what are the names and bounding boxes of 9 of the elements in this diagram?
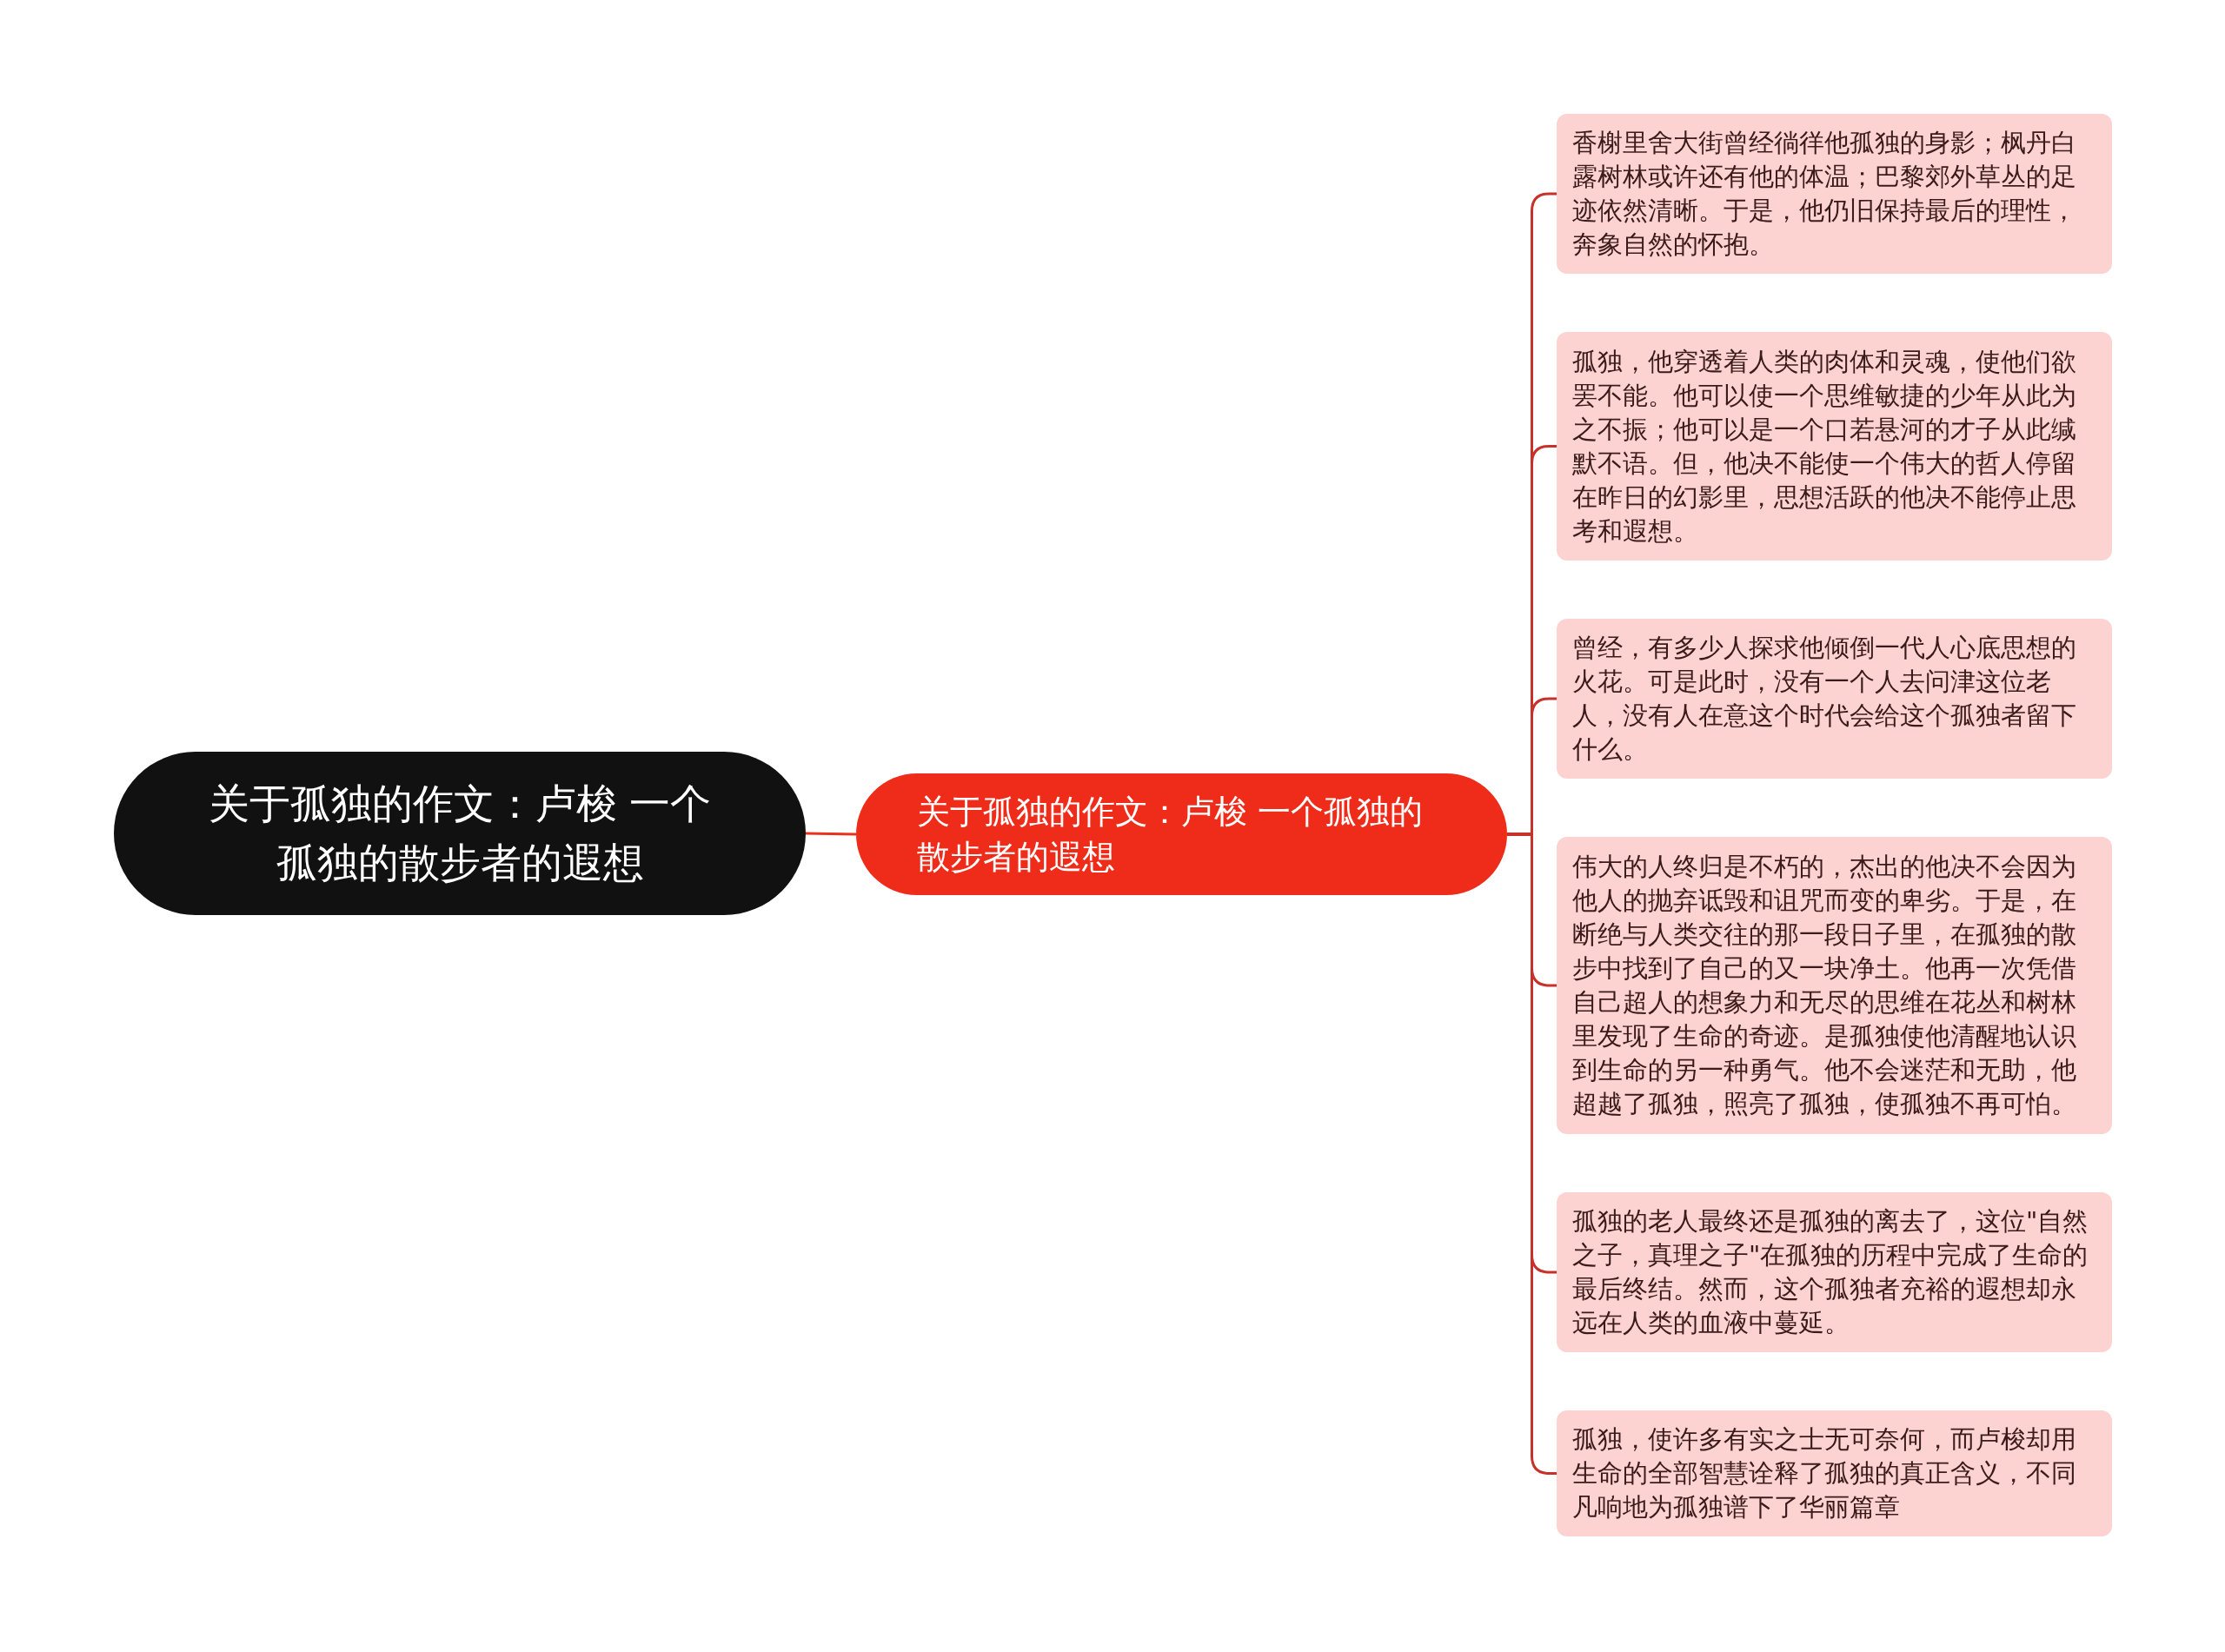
subtopic-card: 曾经，有多少人探求他倾倒一代人心底思想的火花。可是此时，没有一个人去问津这位老人，没有人在意这个时代会给这个孤独者留下什么。 [1557,619,2112,779]
main-topic: 关于孤独的作文：卢梭 一个孤独的散步者的遐想 [856,773,1507,895]
subtopic-card: 孤独，使许多有实之士无可奈何，而卢梭却用生命的全部智慧诠释了孤独的真正含义，不同凡响地为孤独谱下了华丽篇章 [1557,1410,2112,1536]
subtopic-card: 香榭里舍大街曾经徜徉他孤独的身影；枫丹白露树林或许还有他的体温；巴黎郊外草丛的足迹依然清晰。于是，他仍旧保持最后的理性，奔象自然的怀抱。 [1557,114,2112,274]
connector-line [805,832,857,836]
subtopic-card: 孤独的老人最终还是孤独的离去了，这位"自然之子，真理之子"在孤独的历程中完成了生命的最后终结。然而，这个孤独者充裕的遐想却永远在人类的血液中蔓延。 [1557,1192,2112,1352]
subtopic-card: 孤独，他穿透着人类的肉体和灵魂，使他们欲罢不能。他可以使一个思维敏捷的少年从此为之不振；他可以是一个口若悬河的才子从此缄默不语。但，他决不能使一个伟大的哲人停留在昨日的幻影里，思想活跃的他决不能停止思考和遐想。 [1557,332,2112,561]
subtopic-card: 伟大的人终归是不朽的，杰出的他决不会因为他人的抛弃诋毁和诅咒而变的卑劣。于是，在断绝与人类交往的那一段日子里，在孤独的散步中找到了自己的又一块净土。他再一次凭借自己超人的想象力和无尽的思维在花丛和树林里发现了生命的奇迹。是孤独使他清醒地认识到生命的另一种勇气。他不会迷茫和无助，他超越了孤独，照亮了孤独，使孤独不再可怕。 [1557,837,2112,1134]
root-topic: 关于孤独的作文：卢梭 一个孤独的散步者的遐想 [114,752,806,915]
